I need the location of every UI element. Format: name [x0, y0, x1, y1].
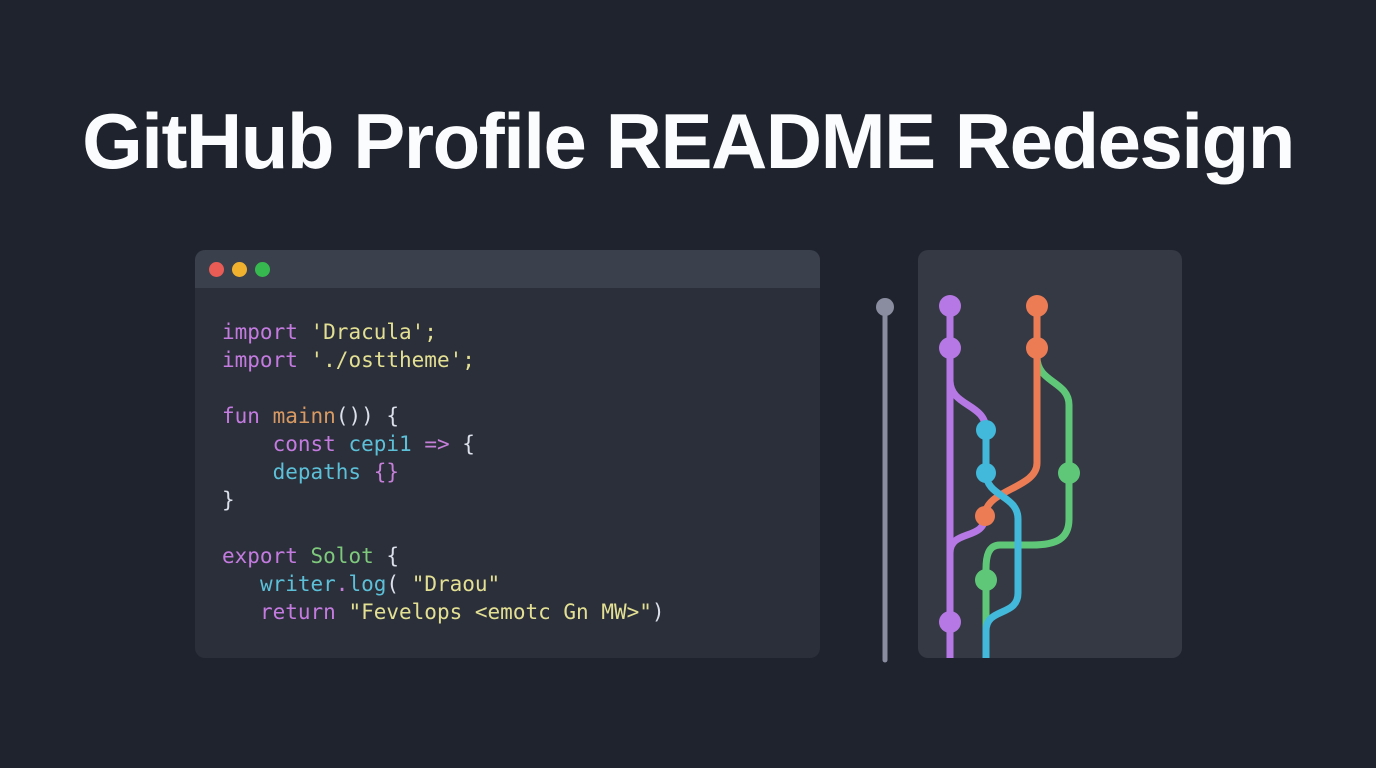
timeline-dot — [876, 298, 894, 316]
git-commit-dot — [939, 295, 961, 317]
git-commit-dot — [1026, 295, 1048, 317]
maximize-button-icon[interactable] — [255, 261, 270, 277]
git-branches — [939, 295, 1080, 658]
editor-titlebar[interactable] — [195, 250, 820, 288]
code-line: depaths {} — [272, 460, 400, 484]
code-line: export Solot { — [222, 544, 400, 568]
code-line: const cepi1 => { — [272, 432, 475, 456]
close-button-icon[interactable] — [209, 261, 224, 277]
git-commit-dot — [975, 569, 997, 591]
page-title: GitHub Profile README Redesign — [82, 97, 1295, 185]
git-commit-dot — [976, 420, 996, 440]
minimize-button-icon[interactable] — [232, 261, 247, 277]
code-area: import 'Dracula'; import './osttheme'; fu… — [195, 288, 820, 626]
code-line — [222, 514, 810, 542]
code-line: } — [222, 488, 235, 512]
code-line: writer.log( "Draou" — [259, 572, 501, 596]
git-commit-dot — [939, 337, 961, 359]
git-commit-dot — [939, 611, 961, 633]
code-editor-window: import 'Dracula'; import './osttheme'; fu… — [195, 250, 820, 658]
git-branch-line — [982, 353, 1073, 658]
code-line: import 'Dracula'; — [222, 320, 437, 344]
code-line: return "Fevelops <emotc Gn MW>") — [259, 600, 665, 624]
git-branch-line — [982, 426, 1022, 658]
code-line: fun mainn()) { — [222, 404, 400, 428]
git-commit-dot — [975, 506, 995, 526]
code-line: import './osttheme'; — [222, 348, 475, 372]
git-commit-dot — [1026, 337, 1048, 359]
code-line — [222, 374, 810, 402]
git-graph-svg — [876, 250, 1182, 663]
git-commit-dot — [1058, 462, 1080, 484]
git-commit-dot — [976, 463, 996, 483]
git-timeline — [876, 298, 894, 663]
